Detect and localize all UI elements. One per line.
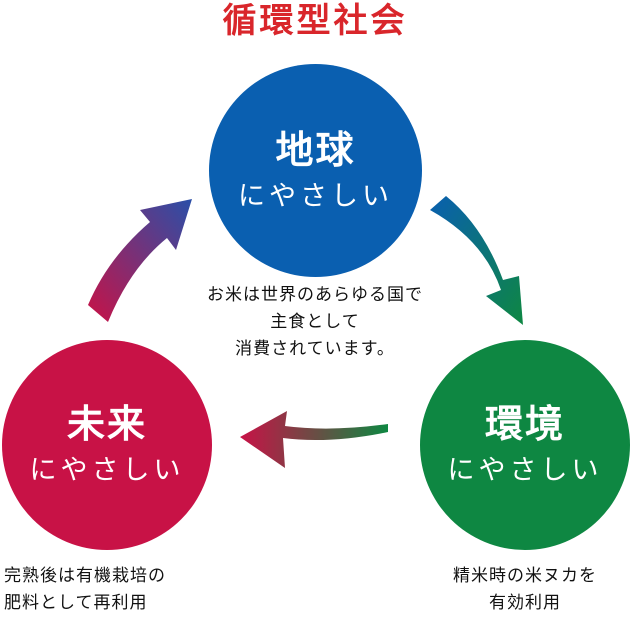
future-note-line: 完熟後は有機栽培の [4, 566, 166, 586]
future-node: 未来 にやさしい [2, 340, 212, 550]
future-subtitle: にやさしい [29, 455, 185, 486]
center-line: お米は世界のあらゆる国で [207, 285, 423, 305]
earth-subtitle: にやさしい [238, 180, 393, 212]
center-line: 主食として [270, 312, 360, 332]
center-line: 消費されています。 [235, 339, 395, 359]
arrow-earth-to-environment [430, 196, 523, 325]
future-title: 未来 [66, 402, 147, 446]
earth-node: 地球 にやさしい [209, 64, 422, 277]
center-description: お米は世界のあらゆる国で 主食として 消費されています。 [160, 282, 470, 363]
diagram-title: 循環型社会 [222, 1, 408, 41]
future-note-line: 肥料として再利用 [4, 593, 148, 613]
environment-note: 精米時の米ヌカを 有効利用 [430, 563, 620, 617]
environment-subtitle: にやさしい [447, 455, 603, 486]
arrow-future-to-earth [88, 199, 192, 322]
future-note: 完熟後は有機栽培の 肥料として再利用 [4, 563, 166, 617]
environment-node: 環境 にやさしい [420, 340, 630, 550]
environment-note-line: 有効利用 [489, 593, 561, 613]
arrow-environment-to-future [240, 411, 388, 468]
earth-title: 地球 [275, 127, 356, 172]
environment-title: 環境 [484, 402, 565, 446]
environment-note-line: 精米時の米ヌカを [453, 566, 597, 586]
